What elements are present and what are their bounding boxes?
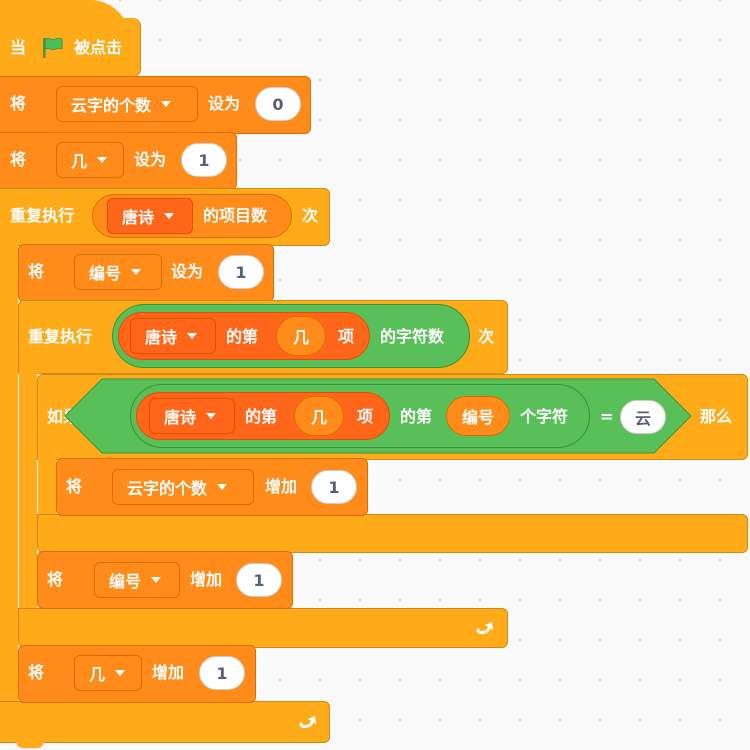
set-count-value-input[interactable]: 0	[255, 87, 301, 121]
repeat-outer-list-dropdown[interactable]: 唐诗	[107, 198, 193, 234]
loop-arrow-icon	[297, 710, 319, 732]
if-letter-var[interactable]: 编号	[446, 396, 510, 436]
dropdown-caret-icon	[115, 670, 126, 676]
repeat-inner-length-of: 的字符数	[380, 327, 445, 346]
repeat-inner-list-dropdown[interactable]: 唐诗	[130, 318, 216, 354]
dropdown-caret-icon	[206, 413, 217, 419]
repeat-outer-bottom-notch	[16, 740, 44, 748]
dropdown-caret-icon	[187, 333, 198, 339]
change-ji-op: 增加	[152, 663, 185, 682]
set-num-op: 设为	[171, 262, 204, 281]
repeat-inner-item-of: 的第	[226, 327, 259, 346]
set-count-var-label: 云字的个数	[71, 96, 152, 115]
if-list-label: 唐诗	[164, 408, 197, 427]
set-ji-var-dropdown[interactable]: 几	[56, 142, 124, 178]
repeat-inner-list-label: 唐诗	[145, 328, 178, 347]
change-num-value-input[interactable]: 1	[236, 563, 282, 597]
change-ji-verb: 将	[28, 663, 45, 682]
set-count-var-dropdown[interactable]: 云字的个数	[56, 86, 198, 122]
set-ji-op: 设为	[134, 150, 167, 169]
repeat-inner-label: 重复执行	[28, 327, 93, 346]
green-flag-icon	[40, 36, 64, 60]
set-ji-value-input[interactable]: 1	[181, 143, 227, 177]
repeat-outer-times: 次	[302, 206, 319, 225]
if-block-arm	[38, 450, 56, 530]
set-num-var-label: 编号	[89, 264, 122, 283]
dropdown-caret-icon	[161, 101, 172, 107]
change-ji-var-label: 几	[89, 665, 106, 684]
loop-arrow-icon	[474, 616, 496, 638]
set-count-op: 设为	[208, 94, 241, 113]
repeat-outer-suffix: 的项目数	[203, 206, 268, 225]
dropdown-caret-icon	[131, 269, 142, 275]
dropdown-caret-icon	[97, 157, 108, 163]
if-item-var[interactable]: 几	[294, 396, 344, 436]
repeat-inner-times: 次	[478, 327, 495, 346]
if-item-of: 的第	[245, 407, 278, 426]
dropdown-caret-icon	[151, 577, 162, 583]
dropdown-caret-icon	[164, 213, 175, 219]
change-num-verb: 将	[47, 570, 64, 589]
set-num-var-dropdown[interactable]: 编号	[74, 254, 162, 290]
change-num-op: 增加	[190, 570, 223, 589]
change-count-var-label: 云字的个数	[127, 479, 208, 498]
repeat-inner-item-suffix: 项	[338, 327, 355, 346]
set-num-verb: 将	[28, 262, 45, 281]
set-ji-verb: 将	[10, 150, 27, 169]
set-num-value-input[interactable]: 1	[218, 255, 264, 289]
hat-label-clicked: 被点击	[74, 38, 123, 57]
dropdown-caret-icon	[217, 484, 228, 490]
set-count-verb: 将	[10, 94, 27, 113]
change-count-op: 增加	[265, 477, 298, 496]
change-count-verb: 将	[66, 477, 83, 496]
repeat-outer-list-label: 唐诗	[122, 208, 155, 227]
change-ji-var-dropdown[interactable]: 几	[74, 655, 142, 691]
change-count-var-dropdown[interactable]: 云字的个数	[112, 469, 254, 505]
repeat-outer-arm	[0, 240, 18, 710]
change-num-var-dropdown[interactable]: 编号	[94, 562, 180, 598]
if-compare-value-input[interactable]: 云	[620, 400, 666, 434]
if-letter-suffix: 个字符	[520, 407, 569, 426]
repeat-outer-bottom[interactable]	[0, 701, 330, 743]
if-equals-sign: =	[600, 407, 614, 426]
repeat-inner-arm	[19, 360, 37, 620]
if-list-dropdown[interactable]: 唐诗	[149, 398, 235, 434]
repeat-inner-item-var[interactable]: 几	[276, 316, 326, 356]
set-ji-var-label: 几	[71, 152, 88, 171]
change-count-value-input[interactable]: 1	[311, 470, 357, 504]
repeat-outer-label: 重复执行	[10, 206, 75, 225]
if-block-bottom[interactable]	[37, 514, 748, 553]
hat-label-when: 当	[10, 38, 27, 57]
change-ji-value-input[interactable]: 1	[199, 656, 245, 690]
if-letter-of: 的第	[400, 407, 433, 426]
if-then-label: 那么	[700, 407, 733, 426]
if-item-suffix: 项	[357, 407, 374, 426]
change-num-var-label: 编号	[109, 572, 142, 591]
repeat-inner-bottom[interactable]	[18, 608, 508, 648]
hat-cap	[0, 0, 130, 40]
